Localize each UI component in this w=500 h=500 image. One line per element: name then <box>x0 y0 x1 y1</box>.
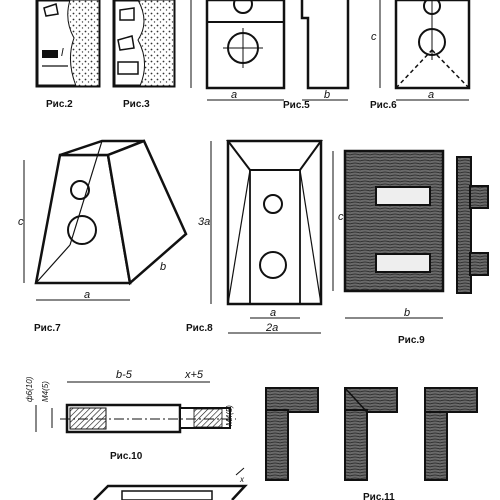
caption-fig9: Рис.9 <box>398 335 425 346</box>
figure-2: l Рис.2 <box>35 0 101 110</box>
dim-l: l <box>61 47 64 59</box>
figure-bottom-partial: x <box>93 467 248 500</box>
fig8-dim-2a: 2a <box>265 322 278 334</box>
figure-9: c b Рис.9 <box>332 149 489 346</box>
bottom-dim-x: x <box>239 475 245 484</box>
figure-10: ф6(10) M4(5) M4(5) b-5 x+5 Рис.10 <box>25 369 236 462</box>
caption-fig3: Рис.3 <box>123 99 150 110</box>
fig7-dim-c: c <box>18 216 24 228</box>
caption-fig5: Рис.5 <box>283 100 310 111</box>
fig9-dim-b: b <box>404 307 410 319</box>
fig6-dim-a: a <box>428 89 434 101</box>
fig7-dim-a: a <box>84 289 90 301</box>
caption-fig10: Рис.10 <box>110 451 143 462</box>
fig8-dim-3a: 3a <box>198 216 210 228</box>
figure-7: c a b Рис.7 <box>18 139 188 334</box>
fig5-dim-a: a <box>231 89 237 101</box>
caption-fig11: Рис.11 <box>363 492 395 500</box>
fig9-dim-c: c <box>338 211 344 223</box>
figure-6: c a Рис.6 <box>370 0 471 111</box>
figure-11: Рис.11 <box>265 387 478 500</box>
caption-fig6: Рис.6 <box>370 100 397 111</box>
fig10-dim-x-plus-5: x+5 <box>184 369 204 381</box>
fig6-dim-c: c <box>371 31 377 43</box>
figure-8: 3a a 2a Рис.8 <box>186 139 323 334</box>
figure-5: a b Рис.5 <box>190 0 350 111</box>
caption-fig7: Рис.7 <box>34 323 61 334</box>
fig10-dim-m4-right: M4(5) <box>225 405 234 426</box>
fig7-dim-b: b <box>160 261 166 273</box>
figure-3: Рис.3 <box>112 0 176 110</box>
fig10-dim-phi: ф6(10) <box>25 376 34 402</box>
caption-fig2: Рис.2 <box>46 99 73 110</box>
fig8-dim-a: a <box>270 307 276 319</box>
fig5-dim-b: b <box>324 89 330 101</box>
fig10-dim-b-5: b-5 <box>116 369 133 381</box>
caption-fig8: Рис.8 <box>186 323 213 334</box>
fig10-dim-m4-left: M4(5) <box>41 381 50 402</box>
